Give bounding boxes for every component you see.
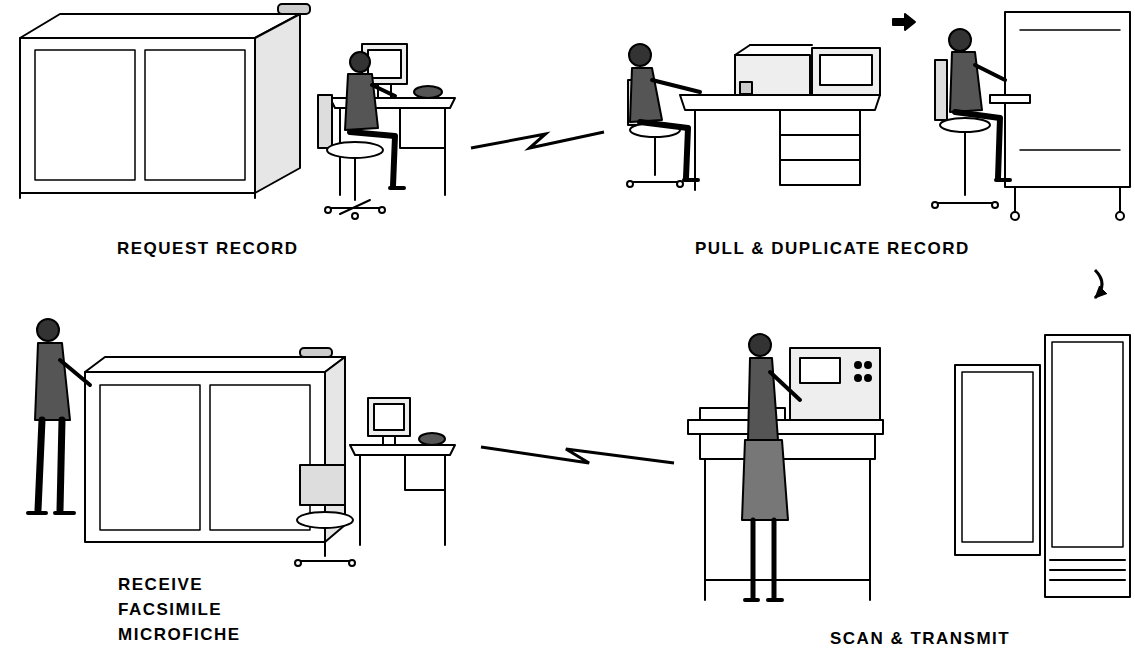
step-arrow (893, 14, 915, 30)
reader-desk (680, 45, 880, 190)
office-chair (295, 465, 355, 566)
seated-operator (318, 52, 404, 219)
station-label: RECEIVE FACSIMILE MICROFICHE (118, 572, 241, 647)
terminal-desk (350, 398, 455, 545)
station: PULL & DUPLICATE RECORD (610, 5, 1132, 267)
station: REQUEST RECORD (10, 5, 465, 267)
scanner (688, 348, 883, 600)
microfiche-recorder (20, 4, 310, 198)
duplicator (990, 12, 1130, 220)
seated-operator (932, 29, 1010, 208)
flow-arrow (1095, 270, 1102, 298)
station-label: PULL & DUPLICATE RECORD (695, 238, 970, 260)
transmission-bolt (481, 447, 674, 463)
station-label: REQUEST RECORD (117, 238, 299, 260)
station: SCAN & TRANSMIT (680, 300, 1130, 658)
transmission-bolt (471, 132, 604, 148)
station: RECEIVE FACSIMILE MICROFICHE (5, 305, 475, 659)
seated-clerk (627, 44, 700, 187)
standing-operator (742, 334, 800, 600)
storage-cabinets (955, 335, 1130, 597)
microfiche-recorder (85, 348, 345, 542)
terminal-desk (330, 44, 455, 195)
station-label: SCAN & TRANSMIT (830, 628, 1010, 650)
standing-operator (28, 319, 90, 513)
